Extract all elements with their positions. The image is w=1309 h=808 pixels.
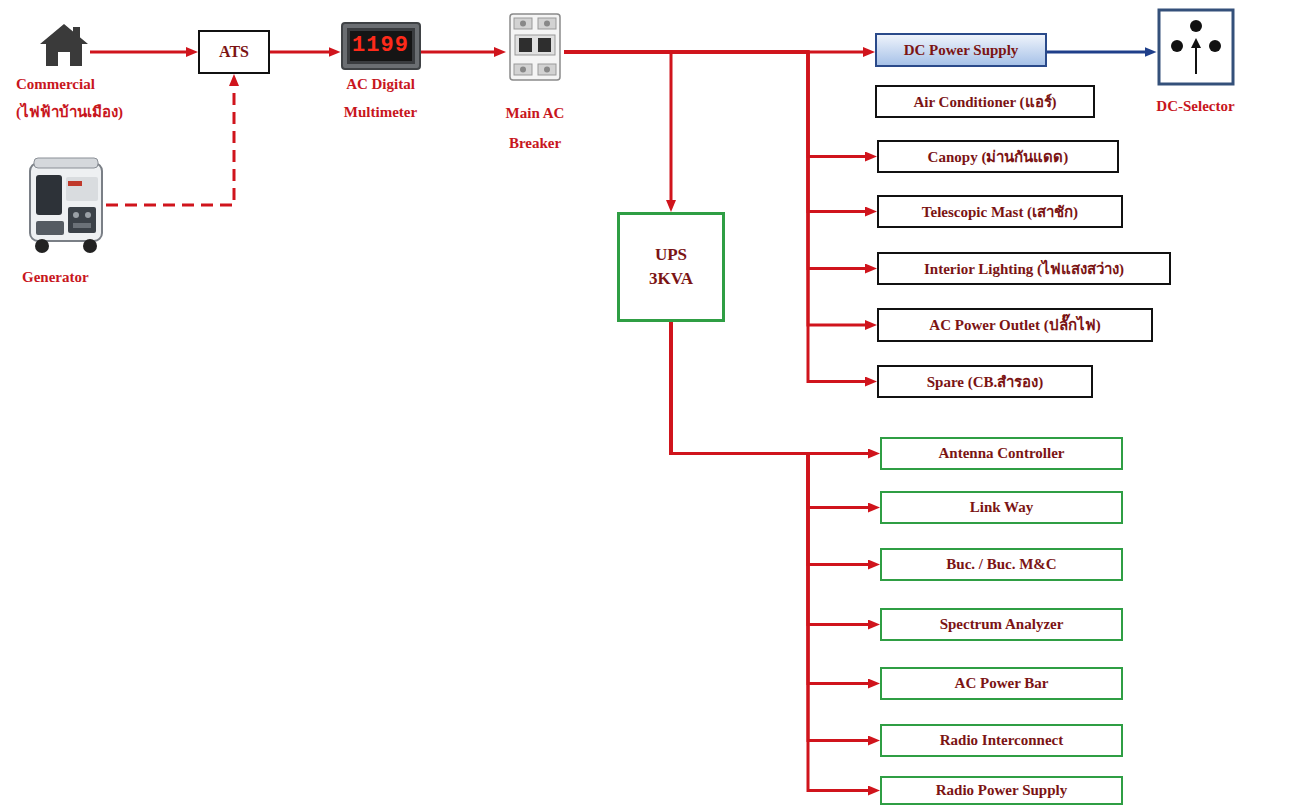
box-text: Antenna Controller — [939, 445, 1065, 462]
power-connector — [564, 52, 871, 382]
ups-box: UPS 3KVA — [617, 212, 725, 322]
load-box: AC Power Outlet (ปลั๊กไฟ) — [877, 308, 1153, 342]
box-text: AC Power Outlet (ปลั๊กไฟ) — [929, 313, 1100, 337]
load-box: Air Conditioner (แอร์) — [875, 85, 1095, 118]
ups-load-box: Radio Power Supply — [880, 776, 1123, 805]
load-box: Canopy (ม่านกันแดด) — [877, 140, 1119, 173]
box-text: Spare (CB.สำรอง) — [927, 370, 1044, 394]
box-text: Spectrum Analyzer — [940, 616, 1064, 633]
house-icon — [38, 22, 90, 68]
power-connector — [671, 322, 874, 791]
box-text: Radio Interconnect — [940, 732, 1063, 749]
dc-selector: DC-Selector — [1133, 8, 1258, 118]
box-text: ATS — [219, 43, 249, 61]
power-connector — [564, 52, 871, 212]
power-connector — [106, 80, 234, 205]
icon-label: Generator — [22, 265, 122, 289]
power-connector — [671, 322, 874, 565]
box-text: AC Power Bar — [955, 675, 1049, 692]
power-connector — [564, 52, 671, 206]
main-breaker: Main AC Breaker — [492, 12, 578, 158]
power-connector — [270, 51, 335, 54]
multimeter-icon: 1199 — [341, 22, 421, 70]
ups-load-box: Radio Interconnect — [880, 724, 1123, 757]
icon-label: DC-Selector — [1133, 94, 1258, 118]
icon-label: Commercial — [16, 70, 166, 98]
breaker-icon — [506, 12, 564, 82]
box-text: UPS 3KVA — [649, 243, 693, 291]
selector-switch-icon — [1157, 8, 1235, 86]
power-connector — [671, 322, 874, 684]
icon-label: Main AC Breaker — [492, 98, 578, 158]
box-text: Link Way — [970, 499, 1034, 516]
generator-icon — [26, 155, 106, 255]
ups-load-box: Link Way — [880, 491, 1123, 524]
box-text: Radio Power Supply — [936, 782, 1067, 799]
power-connector — [421, 51, 501, 54]
box-text: Buc. / Buc. M&C — [946, 556, 1056, 573]
generator-source: Generator — [22, 155, 122, 289]
box-text: DC Power Supply — [904, 42, 1019, 59]
power-connector — [671, 322, 874, 454]
power-connector — [671, 322, 874, 508]
load-box: Spare (CB.สำรอง) — [877, 365, 1093, 398]
power-connector — [564, 52, 871, 325]
load-box: Interior Lighting (ไฟแสงสว่าง) — [877, 252, 1171, 285]
dc-power-supply-box: DC Power Supply — [875, 33, 1047, 67]
load-box: Telescopic Mast (เสาชัก) — [877, 195, 1123, 228]
power-connector — [1047, 51, 1151, 54]
icon-label: (ไฟฟ้าบ้านเมือง) — [16, 98, 166, 126]
power-connector — [671, 322, 874, 625]
ats-box: ATS — [198, 30, 270, 74]
ups-load-box: Buc. / Buc. M&C — [880, 548, 1123, 581]
ups-load-box: AC Power Bar — [880, 667, 1123, 700]
meter-digits: 1199 — [350, 31, 412, 61]
commercial-power-source: Commercial(ไฟฟ้าบ้านเมือง) — [16, 22, 166, 126]
ac-multimeter: 1199 AC Digital Multimeter — [333, 22, 428, 126]
power-connector — [90, 51, 192, 54]
multimeter-screen: 1199 — [350, 31, 412, 61]
ups-load-box: Spectrum Analyzer — [880, 608, 1123, 641]
box-text: Canopy (ม่านกันแดด) — [928, 145, 1069, 169]
box-text: Telescopic Mast (เสาชัก) — [922, 200, 1078, 224]
power-connector — [671, 322, 874, 741]
box-text: Air Conditioner (แอร์) — [913, 90, 1056, 114]
box-text: Interior Lighting (ไฟแสงสว่าง) — [924, 257, 1124, 281]
power-connector — [564, 52, 871, 157]
icon-label: AC Digital Multimeter — [333, 70, 428, 126]
ups-load-box: Antenna Controller — [880, 437, 1123, 470]
